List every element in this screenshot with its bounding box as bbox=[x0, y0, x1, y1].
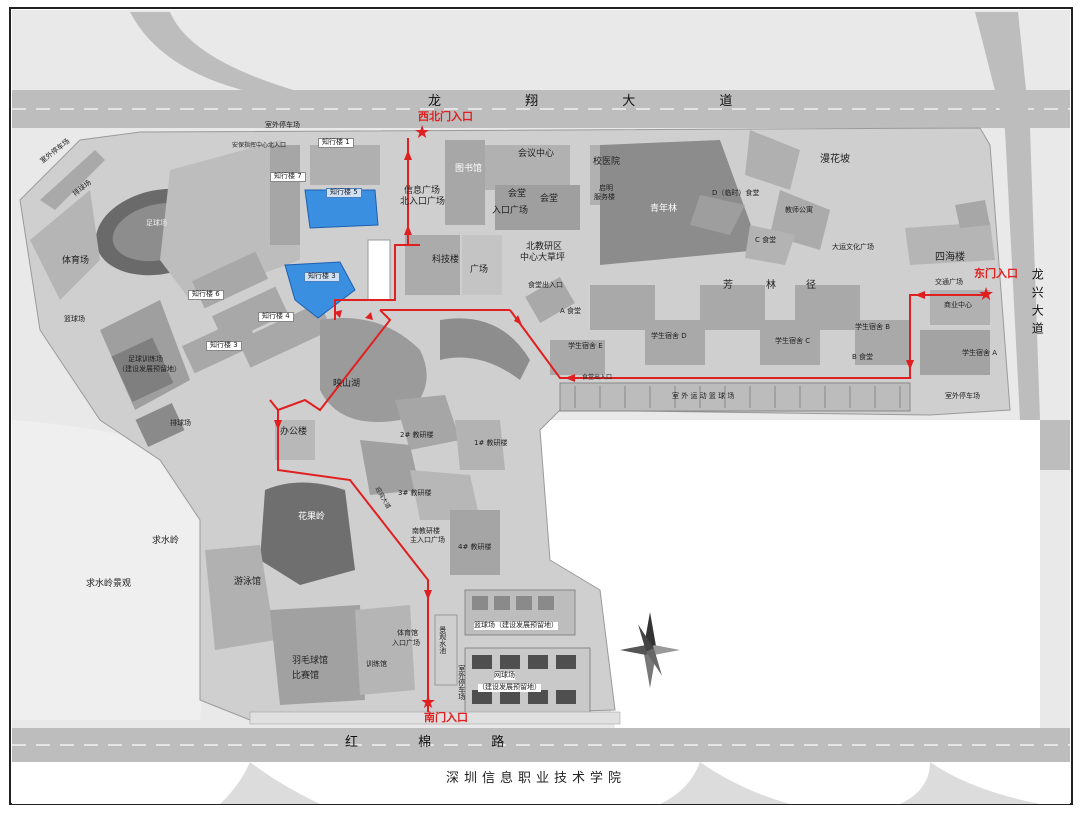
label-qiming: 启明 bbox=[599, 184, 613, 192]
label-stadium: 体育场 bbox=[62, 256, 90, 266]
label-training: 训练馆 bbox=[366, 660, 387, 668]
label-football-training: 足球训练场 bbox=[128, 355, 163, 363]
label-yingshan-lake: 映山湖 bbox=[333, 379, 361, 389]
label-football: 足球场 bbox=[146, 219, 167, 227]
label-conference: 会议中心 bbox=[518, 149, 555, 159]
east-road bbox=[975, 12, 1070, 470]
compass-icon bbox=[620, 612, 680, 688]
outdoor-courts bbox=[559, 382, 911, 412]
label-youth-forest: 青年林 bbox=[650, 204, 678, 214]
qiushui-hill bbox=[12, 420, 220, 720]
north-road-label: 龙 翔 大 道 bbox=[428, 94, 773, 109]
label-north-lawn: 北教研区 bbox=[526, 242, 563, 252]
label-teacher-apt: 教师公寓 bbox=[785, 206, 813, 214]
label-zhixing7: 知行楼 7 bbox=[270, 172, 306, 182]
label-zhixing4: 知行楼 4 bbox=[258, 312, 294, 322]
youth-forest bbox=[600, 140, 760, 265]
label-research4: 4# 教研楼 bbox=[458, 543, 492, 551]
label-parking-top: 室外停车场 bbox=[265, 121, 300, 129]
label-zhixing3b: 知行楼 3 bbox=[206, 341, 242, 351]
label-research3: 3# 教研楼 bbox=[398, 489, 432, 497]
label-transport: 交通广场 bbox=[935, 278, 963, 286]
label-south-plaza: 南教研楼 bbox=[412, 527, 440, 535]
huaguo-hill bbox=[260, 482, 355, 585]
label-lin-road-3: 径 bbox=[806, 280, 816, 291]
east-road-label: 龙兴大道 bbox=[1030, 268, 1045, 340]
label-dorm-c: 学生宿舍 C bbox=[775, 337, 811, 345]
south-entrance-star-icon: ★ bbox=[420, 692, 437, 713]
east-entrance-star-icon: ★ bbox=[978, 284, 995, 305]
nw-road bbox=[130, 12, 300, 92]
south-entrance-label[interactable]: 南门入口 bbox=[424, 711, 468, 724]
label-tennis: 网球场 bbox=[494, 671, 515, 680]
campus-outline bbox=[19, 127, 1011, 721]
east-entrance-label[interactable]: 东门入口 bbox=[974, 267, 1018, 280]
label-a-canteen: A 食堂 bbox=[560, 307, 582, 315]
label-landscape-pool: 景观水池 bbox=[438, 626, 447, 654]
yingshan-lake bbox=[320, 318, 427, 422]
label-clinic: 校医院 bbox=[593, 157, 621, 167]
label-office: 办公楼 bbox=[280, 427, 308, 437]
label-zhixing5: 知行楼 5 bbox=[326, 188, 362, 198]
label-north-plaza: 北入口广场 bbox=[400, 197, 446, 207]
label-universiade: 大运文化广场 bbox=[832, 243, 874, 251]
label-qiushui: 求水岭 bbox=[152, 536, 180, 546]
label-lin-road-1: 芳 bbox=[723, 280, 733, 291]
label-canteen-out: 食堂出入口 bbox=[528, 281, 563, 289]
nw-entrance-star-icon: ★ bbox=[414, 122, 431, 143]
label-plaza-y: 广场 bbox=[470, 265, 489, 275]
label-research1: 1# 教研楼 bbox=[474, 439, 508, 447]
label-parking-s: 室外停车场 bbox=[457, 665, 466, 700]
label-zhixing6: 知行楼 6 bbox=[188, 290, 224, 300]
dorm-blocks bbox=[525, 277, 910, 375]
label-lin-road-2: 林 bbox=[766, 280, 776, 291]
label-parking-e: 室外停车场 bbox=[945, 392, 980, 400]
label-research2: 2# 教研楼 bbox=[400, 431, 434, 439]
label-badminton2: 比赛馆 bbox=[292, 671, 320, 681]
label-dorm-d: 学生宿舍 D bbox=[651, 332, 687, 340]
label-info-plaza: 信息广场 bbox=[404, 186, 441, 196]
label-d-canteen: D（临时）食堂 bbox=[712, 189, 760, 197]
label-qiming2: 服务楼 bbox=[594, 193, 615, 201]
label-zhixing1: 知行楼 1 bbox=[318, 138, 354, 148]
label-b-canteen: B 食堂 bbox=[852, 353, 874, 361]
label-basketball-outdoor: 室 外 运 动 篮 球 场 bbox=[672, 392, 735, 400]
south-road-label: 红 棉 路 bbox=[345, 735, 533, 750]
label-dorm-b: 学生宿舍 B bbox=[855, 323, 891, 331]
label-huaguo: 花果岭 bbox=[298, 512, 326, 522]
label-gym-entrance: 体育馆 bbox=[397, 629, 418, 637]
label-dorm-a: 学生宿舍 A bbox=[962, 349, 998, 357]
label-canteen-exit: 食堂出入口 bbox=[582, 374, 613, 381]
label-c-canteen: C 食堂 bbox=[755, 236, 777, 244]
label-badminton: 羽毛球馆 bbox=[292, 656, 329, 666]
label-south-plaza2: 主入口广场 bbox=[410, 536, 445, 544]
label-sihai: 四海楼 bbox=[935, 252, 965, 263]
label-security: 安保指挥中心北入口 bbox=[232, 142, 287, 149]
label-hall-b: 会堂 bbox=[540, 194, 559, 204]
route-arrows bbox=[274, 150, 925, 600]
label-tennis-note: （建设发展预留地） bbox=[478, 683, 541, 692]
label-north-lawn2: 中心大草坪 bbox=[520, 253, 566, 263]
label-dorm-e: 学生宿舍 E bbox=[568, 342, 603, 350]
campus-name-caption: 深圳信息职业技术学院 bbox=[446, 771, 627, 786]
label-swimming: 游泳馆 bbox=[234, 577, 262, 587]
label-basketball-s: 篮球场（建设发展预留地） bbox=[474, 621, 558, 630]
label-basketball-w: 篮球场 bbox=[64, 315, 85, 323]
label-football-training-note: （建设发展预留地） bbox=[118, 365, 181, 373]
label-qiushui-view: 求水岭景观 bbox=[86, 579, 132, 589]
label-hall-entrance: 入口广场 bbox=[492, 206, 529, 216]
label-commerce: 商业中心 bbox=[944, 301, 972, 309]
label-gym-entrance2: 入口广场 bbox=[392, 639, 420, 647]
nw-entrance-label[interactable]: 西北门入口 bbox=[418, 110, 473, 123]
label-keji: 科技楼 bbox=[432, 255, 460, 265]
label-manhua: 漫花坡 bbox=[820, 154, 850, 165]
label-zhixing3: 知行楼 3 bbox=[304, 272, 340, 282]
label-hall-a: 会堂 bbox=[508, 189, 527, 199]
label-volleyball-s: 排球场 bbox=[170, 419, 191, 427]
label-library: 图书馆 bbox=[455, 164, 483, 174]
